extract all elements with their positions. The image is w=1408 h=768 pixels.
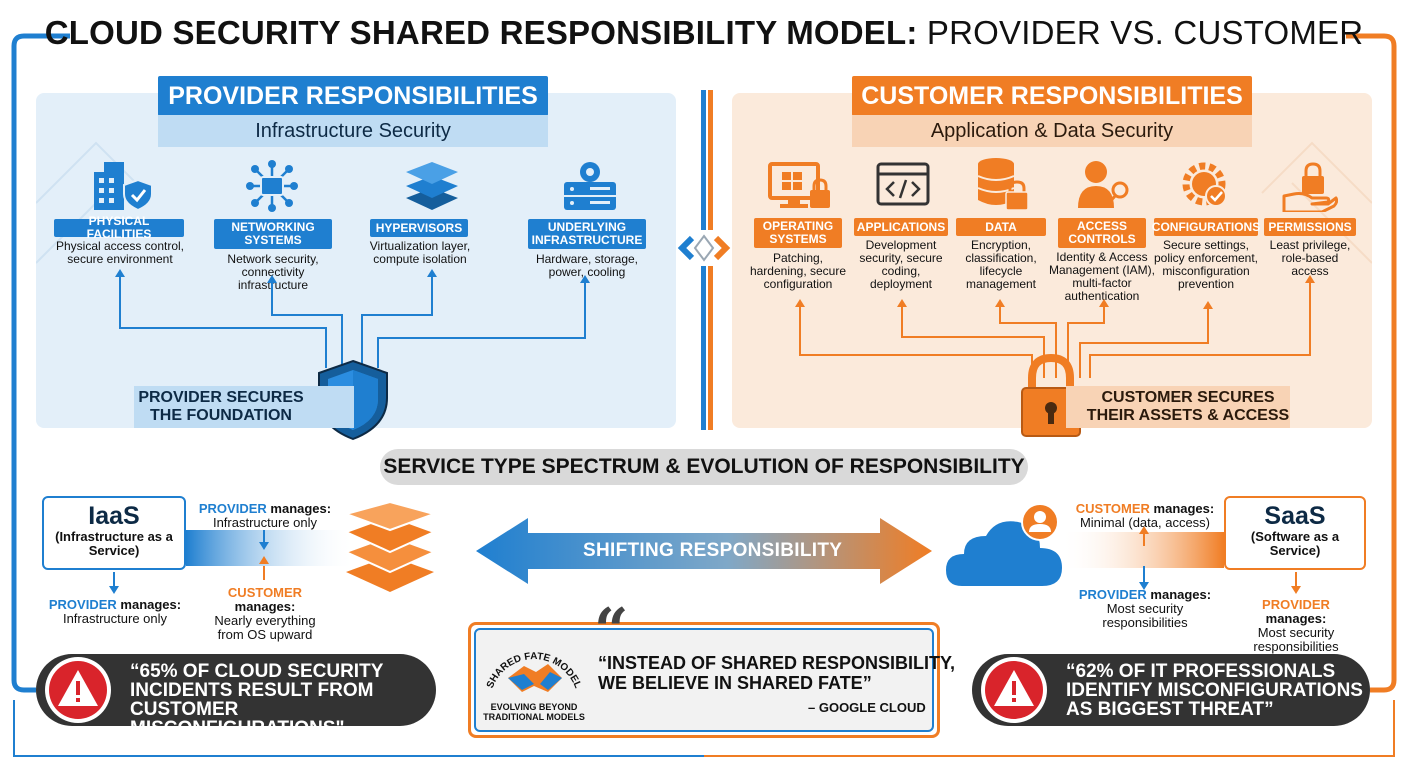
iaas-box: IaaS (Infrastructure as a Service): [42, 496, 186, 570]
saas-customer: CUSTOMER manages: Minimal (data, access): [1072, 502, 1218, 530]
shifting-responsibility-label: SHIFTING RESPONSIBILITY: [583, 540, 843, 561]
saas-provider-mid-what: Most security responsibilities: [1102, 601, 1188, 630]
stat-left-line1: “65% OF CLOUD SECURITY: [130, 661, 384, 682]
saas-box: SaaS (Software as a Service): [1224, 496, 1366, 570]
customer-center-label: CUSTOMER SECURES THEIR ASSETS & ACCESS: [1066, 386, 1290, 428]
warning-icon: [981, 657, 1047, 723]
desc-data: Encryption, classification, lifecycle ma…: [965, 238, 1037, 291]
saas-customer-who: CUSTOMER: [1075, 501, 1150, 516]
saas-provider-mid-who: PROVIDER: [1078, 587, 1147, 602]
customer-panel: [732, 93, 1372, 428]
iaas-name: IaaS: [88, 502, 140, 530]
quote-text: “INSTEAD OF SHARED RESPONSIBILITY, WE BE…: [598, 653, 955, 693]
orange-layers-icon: [344, 500, 436, 592]
desc-hypervisors: Virtualization layer, compute isolation: [369, 239, 471, 266]
stat-left-line2: INCIDENTS RESULT FROM: [130, 680, 374, 701]
desc-operating-systems: Patching, hardening, secure configuratio…: [749, 251, 847, 291]
iaas-provider-top-what: Infrastructure only: [212, 515, 318, 530]
hand-lock-icon: [1282, 162, 1338, 212]
seal-bottom-text: EVOLVING BEYOND TRADITIONAL MODELS: [483, 702, 585, 722]
handshake-icon: [508, 664, 562, 692]
code-window-icon: [876, 162, 930, 206]
building-shield-icon: [94, 162, 153, 212]
server-gear-icon: [564, 162, 616, 210]
iaas-full: (Infrastructure as a Service): [55, 529, 173, 558]
spectrum-title: SERVICE TYPE SPECTRUM & EVOLUTION OF RES…: [380, 449, 1028, 485]
page-title: CLOUD SECURITY SHARED RESPONSIBILITY MOD…: [0, 14, 1408, 52]
shared-fate-seal: SHARED FATE MODEL: [485, 651, 583, 692]
iaas-provider-below-verb: manages:: [120, 597, 182, 612]
iaas-provider-below: PROVIDER manages: Infrastructure only: [48, 598, 182, 626]
tag-access-controls: ACCESS CONTROLS: [1058, 218, 1146, 248]
customer-heading: CUSTOMER RESPONSIBILITIES: [852, 76, 1252, 116]
saas-provider-below: PROVIDER manages: Most security responsi…: [1230, 598, 1362, 654]
saas-name: SaaS: [1264, 502, 1326, 530]
user-key-icon: [1078, 161, 1129, 208]
cloud-user-icon: [946, 503, 1062, 586]
quote-mark-icon: “: [594, 596, 629, 666]
lock-icon: [1021, 354, 1081, 437]
title-sub: PROVIDER VS. CUSTOMER: [926, 14, 1364, 51]
monitor-lock-icon: [768, 162, 830, 208]
quote-attribution: – GOOGLE CLOUD: [808, 700, 926, 715]
center-divider: [677, 90, 731, 430]
iaas-customer-verb: manages:: [234, 599, 296, 614]
provider-center-label: PROVIDER SECURES THE FOUNDATION: [134, 386, 354, 428]
layers-stack-icon: [406, 162, 458, 210]
desc-configurations: Secure settings, policy enforcement, mis…: [1153, 238, 1259, 291]
stat-right-text: “62% OF IT PROFESSIONALS IDENTIFY MISCON…: [1066, 662, 1363, 719]
quote-line2: WE BELIEVE IN SHARED FATE”: [598, 673, 872, 693]
network-hub-icon: [246, 160, 298, 212]
desc-permissions: Least privilege, role-based access: [1269, 238, 1351, 278]
iaas-provider-below-who: PROVIDER: [48, 597, 117, 612]
tag-permissions: PERMISSIONS: [1264, 218, 1356, 236]
customer-subheading: Application & Data Security: [852, 115, 1252, 147]
desc-access-controls: Identity & Access Management (IAM), mult…: [1048, 250, 1156, 303]
iaas-customer-what: Nearly everything from OS upward: [214, 613, 316, 642]
iaas-customer: CUSTOMER manages: Nearly everything from…: [196, 586, 334, 642]
tag-applications: APPLICATIONS: [854, 218, 948, 236]
tag-underlying-infrastructure: UNDERLYING INFRASTRUCTURE: [528, 219, 646, 249]
tag-configurations: CONFIGURATIONS: [1152, 218, 1260, 236]
saas-provider-below-what: Most security responsibilities: [1253, 625, 1339, 654]
saas-customer-verb: manages:: [1153, 501, 1215, 516]
provider-heading: PROVIDER RESPONSIBILITIES: [158, 76, 548, 116]
saas-customer-what: Minimal (data, access): [1079, 515, 1211, 530]
tag-data: DATA: [956, 218, 1046, 236]
stat-left: “65% OF CLOUD SECURITY INCIDENTS RESULT …: [36, 654, 436, 738]
tag-operating-systems: OPERATING SYSTEMS: [754, 218, 842, 248]
stat-right-line1: “62% OF IT PROFESSIONALS: [1066, 661, 1336, 682]
saas-full: (Software as a Service): [1250, 529, 1340, 558]
database-lock-icon: [977, 158, 1029, 211]
iaas-provider-top: PROVIDER manages: Infrastructure only: [198, 502, 332, 530]
saas-provider-mid-verb: manages:: [1150, 587, 1212, 602]
iaas-customer-who: CUSTOMER: [227, 585, 303, 600]
title-main: CLOUD SECURITY SHARED RESPONSIBILITY MOD…: [44, 14, 918, 51]
saas-provider-below-who: PROVIDER: [1262, 597, 1330, 612]
desc-physical-facilities: Physical access control, secure environm…: [55, 239, 185, 266]
tag-networking-systems: NETWORKING SYSTEMS: [214, 219, 332, 249]
stat-right: “62% OF IT PROFESSIONALS IDENTIFY MISCON…: [972, 654, 1370, 726]
warning-icon: [45, 657, 111, 723]
quote-line1: “INSTEAD OF SHARED RESPONSIBILITY,: [598, 653, 956, 673]
stat-left-text: “65% OF CLOUD SECURITY INCIDENTS RESULT …: [130, 662, 436, 738]
tag-hypervisors: HYPERVISORS: [370, 219, 468, 237]
iaas-provider-top-verb: manages:: [270, 501, 332, 516]
desc-underlying-infrastructure: Hardware, storage, power, cooling: [535, 252, 639, 279]
saas-provider-below-verb: manages:: [1265, 611, 1327, 626]
provider-connectors: [115, 269, 590, 368]
saas-provider-mid: PROVIDER manages: Most security responsi…: [1078, 588, 1212, 630]
iaas-provider-top-who: PROVIDER: [198, 501, 267, 516]
gear-check-icon: [1182, 162, 1227, 207]
stat-right-line2: IDENTIFY MISCONFIGURATIONS: [1066, 680, 1363, 701]
stat-left-line3: CUSTOMER MISCONFIGURATIONS": [130, 699, 345, 739]
stat-right-line3: AS BIGGEST THREAT”: [1066, 699, 1274, 720]
desc-applications: Development security, secure coding, dep…: [859, 238, 943, 291]
iaas-provider-below-what: Infrastructure only: [62, 611, 168, 626]
desc-networking-systems: Network security, connectivity infrastru…: [227, 252, 319, 292]
provider-subheading: Infrastructure Security: [158, 115, 548, 147]
